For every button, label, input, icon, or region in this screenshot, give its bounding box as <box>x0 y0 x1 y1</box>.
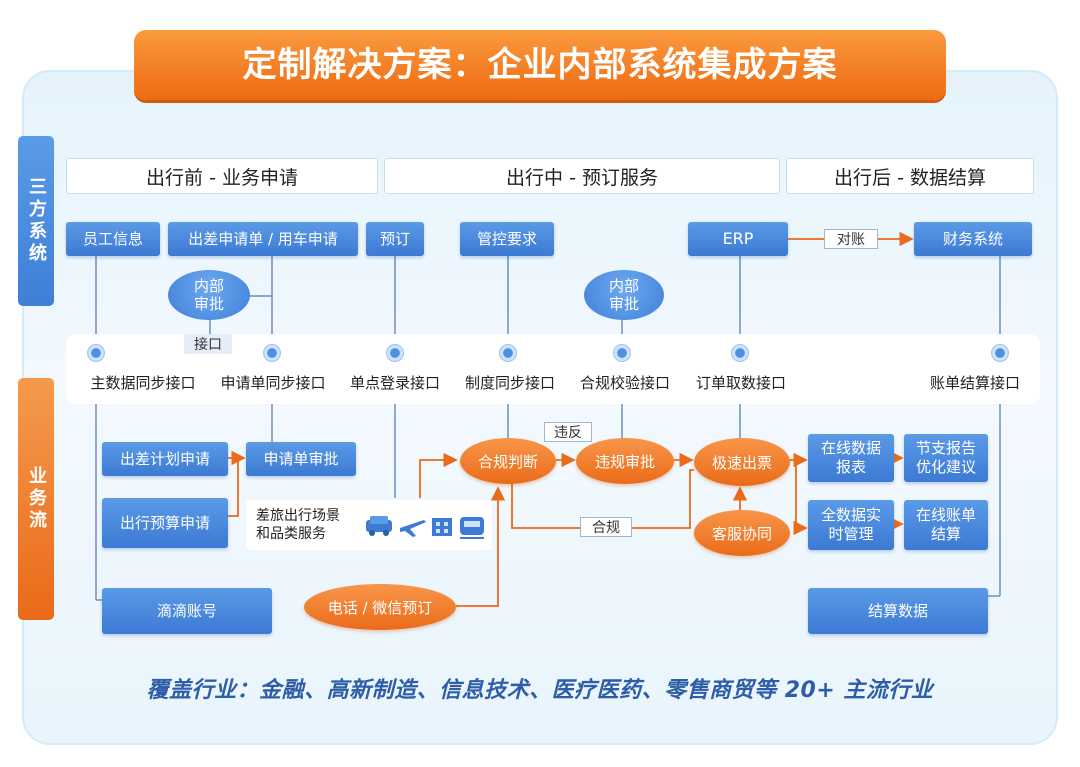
transport-icons <box>366 516 484 539</box>
compliance-judge-oval: 合规判断 <box>460 438 556 484</box>
interface-bill-settle: 账单结算接口 <box>929 374 1020 392</box>
fast-ticket-oval: 极速出票 <box>694 438 790 486</box>
trip-plan-box: 出差计划申请 <box>102 442 228 476</box>
online-report-box: 在线数据 报表 <box>808 434 894 482</box>
didi-account-box: 滴滴账号 <box>102 588 272 634</box>
internal-approval-left: 内部 审批 <box>168 270 250 320</box>
interface-sso: 单点登录接口 <box>349 374 440 392</box>
booking-box: 预订 <box>366 222 424 256</box>
erp-box: ERP <box>688 222 788 256</box>
hotel-icon <box>432 518 452 536</box>
trip-request-box: 出差申请单 / 用车申请 <box>168 222 358 256</box>
interface-request-sync: 申请单同步接口 <box>220 374 326 392</box>
side-label-business-flow: 业务流 <box>18 378 54 620</box>
realtime-mgmt-box: 全数据实 时管理 <box>808 500 894 550</box>
car-icon <box>366 516 392 536</box>
online-bill-box: 在线账单 结算 <box>904 500 988 550</box>
phone-booking-oval: 电话 / 微信预订 <box>304 584 456 630</box>
violation-approval-oval: 违规审批 <box>576 438 674 484</box>
phase-during: 出行中 - 预订服务 <box>384 158 780 194</box>
interface-dot <box>991 344 1009 362</box>
compliant-label: 合规 <box>580 517 632 537</box>
interface-dot <box>731 344 749 362</box>
phase-before: 出行前 - 业务申请 <box>66 158 378 194</box>
internal-approval-right: 内部 审批 <box>584 270 664 320</box>
scene-service-card: 差旅出行场景 和品类服务 <box>246 500 492 550</box>
scene-service-label: 差旅出行场景 和品类服务 <box>256 508 340 543</box>
page-title: 定制解决方案：企业内部系统集成方案 <box>134 30 946 100</box>
interface-tag: 接口 <box>184 334 232 354</box>
finance-system-box: 财务系统 <box>914 222 1032 256</box>
plane-icon <box>400 520 426 537</box>
interface-policy-sync: 制度同步接口 <box>464 374 555 392</box>
settle-data-box: 结算数据 <box>808 588 988 634</box>
reconcile-label: 对账 <box>824 229 878 249</box>
violation-label: 违反 <box>544 422 592 442</box>
request-approval-box: 申请单审批 <box>246 442 356 476</box>
train-icon <box>460 517 484 539</box>
interface-dot <box>87 344 105 362</box>
control-requirement-box: 管控要求 <box>460 222 554 256</box>
interface-dot <box>263 344 281 362</box>
interface-compliance-check: 合规校验接口 <box>579 374 670 392</box>
interface-dot <box>613 344 631 362</box>
industry-coverage-footer: 覆盖行业：金融、高新制造、信息技术、医疗医药、零售商贸等 20+ 主流行业 <box>146 678 934 703</box>
interface-dot <box>386 344 404 362</box>
savings-report-box: 节支报告 优化建议 <box>904 434 988 482</box>
interface-master-data: 主数据同步接口 <box>90 374 196 392</box>
interface-dot <box>499 344 517 362</box>
side-label-third-party: 三方系统 <box>18 136 54 306</box>
cs-assist-oval: 客服协同 <box>694 510 790 556</box>
employee-info-box: 员工信息 <box>66 222 160 256</box>
budget-request-box: 出行预算申请 <box>102 498 228 548</box>
phase-after: 出行后 - 数据结算 <box>786 158 1034 194</box>
interface-order-fetch: 订单取数接口 <box>695 374 786 392</box>
